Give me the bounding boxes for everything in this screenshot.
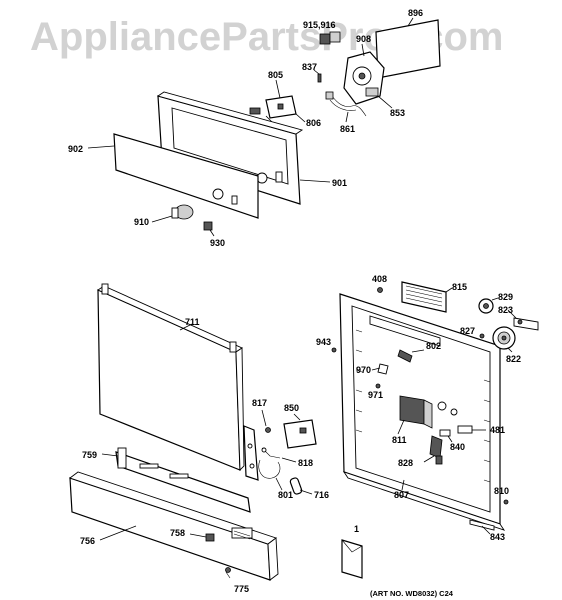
callout-711: 711 bbox=[185, 317, 200, 327]
part-861-wire-harness[interactable] bbox=[325, 91, 367, 117]
part-711-outer-door-panel[interactable] bbox=[97, 283, 245, 472]
callout-481: 481 bbox=[490, 425, 505, 435]
callout-807: 807 bbox=[394, 490, 409, 500]
callout-853: 853 bbox=[390, 108, 405, 118]
part-843-strip[interactable] bbox=[469, 519, 495, 531]
callout-840: 840 bbox=[450, 442, 465, 452]
part-803-clip[interactable] bbox=[249, 107, 261, 115]
callout-758: 758 bbox=[170, 528, 185, 538]
callout-827: 827 bbox=[460, 326, 475, 336]
part-908-timer[interactable] bbox=[343, 51, 385, 105]
callout-896: 896 bbox=[408, 8, 423, 18]
callout-970: 970 bbox=[356, 365, 371, 375]
callout-910: 910 bbox=[134, 217, 149, 227]
callout-408: 408 bbox=[372, 274, 387, 284]
part-837-spring[interactable] bbox=[317, 73, 322, 83]
callout-817: 817 bbox=[252, 398, 267, 408]
part-910-knob[interactable] bbox=[171, 204, 194, 220]
part-1-literature[interactable] bbox=[341, 539, 363, 579]
part-971-clip[interactable] bbox=[375, 383, 381, 389]
part-758-foot[interactable] bbox=[205, 533, 215, 542]
callout-822: 822 bbox=[506, 354, 521, 364]
part-775-screw[interactable] bbox=[225, 567, 231, 579]
callout-971: 971 bbox=[368, 390, 383, 400]
part-716-bumper[interactable] bbox=[289, 477, 303, 495]
part-756-kick-panel[interactable] bbox=[69, 471, 279, 581]
art-number: (ART NO. WD8032) C24 bbox=[370, 589, 454, 598]
callout-756: 756 bbox=[80, 536, 95, 546]
part-840-latch[interactable] bbox=[439, 429, 451, 437]
part-970-clip[interactable] bbox=[377, 363, 389, 375]
callout-810: 810 bbox=[494, 486, 509, 496]
callout-759: 759 bbox=[82, 450, 97, 460]
callout-829: 829 bbox=[498, 292, 513, 302]
callout-802: 802 bbox=[426, 341, 441, 351]
part-408-screw[interactable] bbox=[377, 287, 383, 293]
part-828-arm[interactable] bbox=[429, 435, 443, 465]
part-481-part[interactable] bbox=[457, 425, 473, 434]
callout-716: 716 bbox=[314, 490, 329, 500]
callout-775: 775 bbox=[234, 584, 249, 594]
callout-908: 908 bbox=[356, 34, 371, 44]
part-810-screw[interactable] bbox=[503, 499, 509, 505]
callout-805: 805 bbox=[268, 70, 283, 80]
part-827-screw[interactable] bbox=[479, 333, 485, 339]
callout-801: 801 bbox=[278, 490, 293, 500]
part-915-916-switch[interactable] bbox=[319, 31, 341, 45]
part-801-door-spring[interactable] bbox=[258, 459, 281, 479]
part-829-gear[interactable] bbox=[478, 298, 494, 314]
part-850-plate[interactable] bbox=[283, 419, 317, 449]
callout-915-916: 915,916 bbox=[303, 20, 336, 30]
callout-843: 843 bbox=[490, 532, 505, 542]
callout-823: 823 bbox=[498, 305, 513, 315]
callout-850: 850 bbox=[284, 403, 299, 413]
part-815-vent[interactable] bbox=[401, 281, 447, 313]
part-901-control-panel[interactable] bbox=[156, 91, 304, 205]
callout-861: 861 bbox=[340, 124, 355, 134]
part-943-screw[interactable] bbox=[331, 347, 337, 353]
callout-943: 943 bbox=[316, 337, 331, 347]
callout-806: 806 bbox=[306, 118, 321, 128]
callout-815: 815 bbox=[452, 282, 467, 292]
part-823-arm[interactable] bbox=[513, 317, 539, 331]
part-759-bottom-trim[interactable] bbox=[115, 447, 251, 513]
callout-902: 902 bbox=[68, 144, 83, 154]
part-822-wheel[interactable] bbox=[492, 326, 516, 350]
callout-930: 930 bbox=[210, 238, 225, 248]
part-802-lever[interactable] bbox=[397, 349, 413, 363]
part-811-dispenser[interactable] bbox=[399, 395, 458, 429]
callout-818: 818 bbox=[298, 458, 313, 468]
callout-828: 828 bbox=[398, 458, 413, 468]
part-806-bracket[interactable] bbox=[265, 95, 297, 119]
part-930-button[interactable] bbox=[203, 221, 213, 231]
callout-811: 811 bbox=[392, 435, 407, 445]
callout-901: 901 bbox=[332, 178, 347, 188]
part-902-front-panel[interactable] bbox=[113, 133, 259, 219]
part-door-latch-bracket[interactable] bbox=[243, 425, 259, 481]
part-817-screw[interactable] bbox=[265, 427, 271, 433]
callout-837: 837 bbox=[302, 62, 317, 72]
part-818-link[interactable] bbox=[261, 447, 281, 459]
callout-1: 1 bbox=[354, 524, 359, 534]
